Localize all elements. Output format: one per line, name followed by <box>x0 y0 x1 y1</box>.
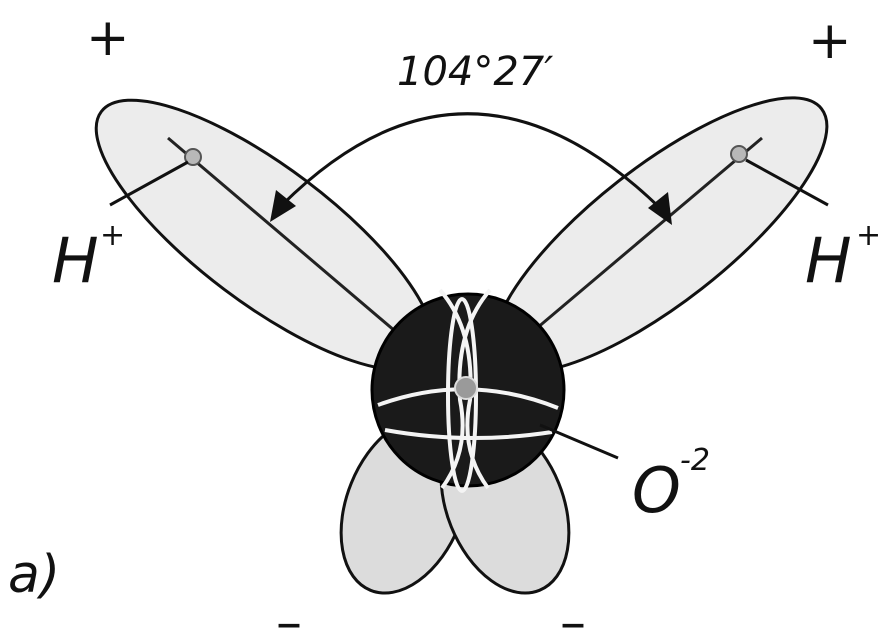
oxygen-charge: -2 <box>680 443 710 478</box>
hydrogen-left-charge: + <box>100 218 125 253</box>
sign-top-right: + <box>808 11 852 71</box>
hydrogen-right-charge: + <box>856 218 881 253</box>
o-leader <box>540 425 618 458</box>
oxygen-nucleus <box>455 377 477 399</box>
sign-top-left: + <box>86 8 130 68</box>
hydrogen-proton-right <box>731 146 747 162</box>
hydrogen-right-symbol: H <box>805 224 852 297</box>
bond-angle-label: 104°27′ <box>397 49 553 95</box>
sign-bottom-left: – <box>276 593 302 643</box>
oxygen-symbol: O <box>632 454 681 527</box>
sign-bottom-right: – <box>560 593 586 643</box>
panel-label: a) <box>8 545 60 605</box>
hydrogen-left-symbol: H <box>52 224 99 297</box>
